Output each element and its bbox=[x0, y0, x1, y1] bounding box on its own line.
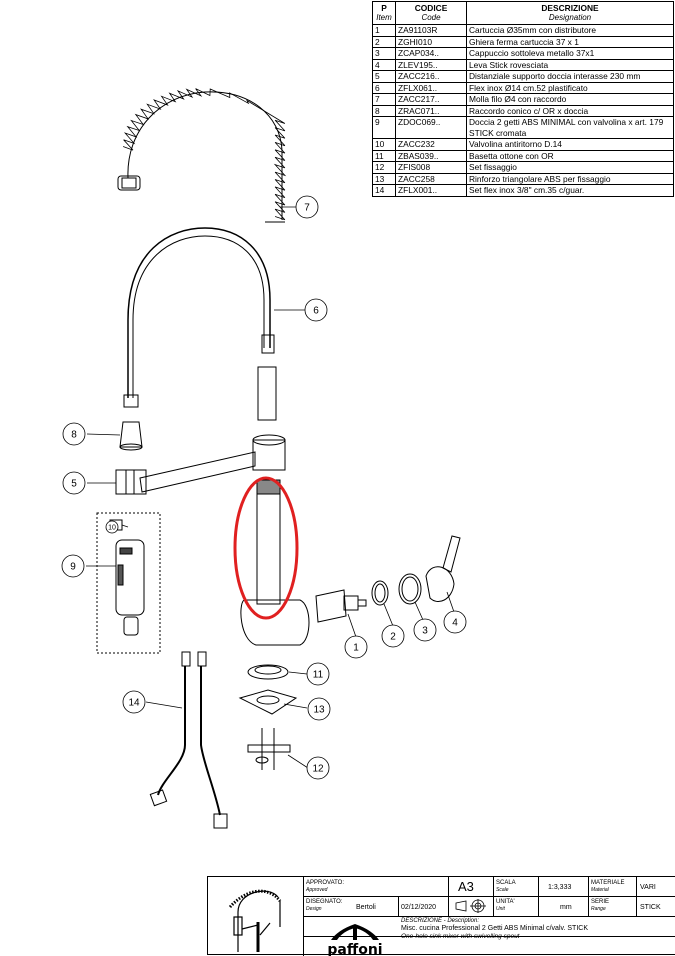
callout-13: 13 bbox=[307, 697, 331, 721]
description-en: One-hole sink mixer with swivelling spou… bbox=[401, 933, 520, 940]
mixer-body bbox=[240, 479, 310, 646]
drawing-date: 02/12/2020 bbox=[401, 904, 437, 911]
svg-text:13: 13 bbox=[313, 705, 325, 716]
lever-part bbox=[425, 535, 461, 602]
upper-tube bbox=[257, 366, 277, 421]
description-label: DESCRIZIONE - Description: bbox=[401, 918, 480, 924]
svg-text:7: 7 bbox=[304, 203, 310, 214]
item-description: Set flex inox 3/8" cm.35 c/guar. bbox=[466, 184, 674, 197]
svg-text:3: 3 bbox=[422, 626, 428, 637]
callout-9: 9 bbox=[61, 554, 85, 578]
svg-text:8: 8 bbox=[71, 430, 77, 441]
callout-14: 14 bbox=[122, 690, 146, 714]
svg-text:2: 2 bbox=[390, 632, 396, 643]
scale-value: 1:3,333 bbox=[548, 884, 572, 891]
callout-4: 4 bbox=[443, 610, 467, 634]
cap-part bbox=[398, 573, 422, 605]
base-washer-part bbox=[247, 664, 289, 680]
thumbnail-icon bbox=[228, 889, 282, 952]
callout-11: 11 bbox=[306, 662, 330, 686]
cone-part bbox=[119, 421, 143, 451]
drawn-by: Bertoli bbox=[356, 904, 376, 911]
spacer-part bbox=[115, 469, 147, 495]
description-it: Misc. cucina Professional 2 Getti ABS Mi… bbox=[401, 925, 588, 932]
shower-group-box bbox=[96, 512, 161, 654]
svg-text:4: 4 bbox=[452, 618, 458, 629]
highlight-ellipse bbox=[233, 476, 299, 620]
sheet-size: A3 bbox=[458, 879, 474, 894]
flex-hoses-part bbox=[149, 651, 228, 829]
svg-text:10: 10 bbox=[108, 525, 116, 532]
svg-text:11: 11 bbox=[313, 670, 324, 681]
spring-part bbox=[117, 88, 287, 223]
unit-value: mm bbox=[560, 904, 572, 911]
item-description: Rinforzo triangolare ABS per fissaggio bbox=[466, 172, 674, 185]
unit-label: UNITA'Unit bbox=[496, 899, 515, 912]
approved-label: APPROVATO:Approved bbox=[306, 880, 345, 893]
callout-5: 5 bbox=[62, 471, 86, 495]
title-block: APPROVATO:Approved DISEGNATO:Design Bert… bbox=[207, 876, 675, 956]
item-description: Doccia 2 getti ABS MINIMAL con valvolina… bbox=[466, 116, 674, 139]
brand-logo: paffoni bbox=[327, 924, 383, 956]
callout-1: 1 bbox=[344, 635, 368, 659]
flex-hose-part bbox=[123, 227, 275, 408]
item-description: Set fissaggio bbox=[466, 161, 674, 174]
ring-nut-part bbox=[371, 580, 389, 606]
item-description: Cappuccio sottoleva metallo 37x1 bbox=[466, 47, 674, 60]
svg-text:5: 5 bbox=[71, 479, 77, 490]
item-code: ZFLX001.. bbox=[395, 184, 467, 197]
callout-8: 8 bbox=[62, 422, 86, 446]
series-value: STICK bbox=[640, 904, 661, 911]
item-description: Valvolina antiritorno D.14 bbox=[466, 138, 674, 151]
material-value: VARI bbox=[640, 884, 656, 891]
svg-text:14: 14 bbox=[128, 698, 140, 709]
cartridge-part bbox=[315, 589, 367, 623]
item-description: Cartuccia Ø35mm con distributore bbox=[466, 24, 674, 37]
callout-6: 6 bbox=[304, 298, 328, 322]
callout-3: 3 bbox=[413, 618, 437, 642]
callout-12: 12 bbox=[306, 756, 330, 780]
shower-head-part bbox=[109, 519, 145, 636]
fixing-set-part bbox=[247, 728, 291, 770]
svg-text:6: 6 bbox=[313, 306, 319, 317]
callout-10: 10 bbox=[105, 520, 119, 534]
triangle-plate-part bbox=[238, 689, 298, 715]
callout-7: 7 bbox=[295, 195, 319, 219]
svg-text:paffoni: paffoni bbox=[327, 942, 382, 956]
svg-text:12: 12 bbox=[312, 764, 324, 775]
drawn-label: DISEGNATO:Design bbox=[306, 899, 343, 912]
item-number: 13 bbox=[372, 172, 396, 185]
svg-text:1: 1 bbox=[353, 643, 359, 654]
item-description: Ghiera ferma cartuccia 37 x 1 bbox=[466, 35, 674, 48]
projection-icon bbox=[455, 899, 486, 913]
swivel-spout-part bbox=[139, 434, 286, 493]
callout-2: 2 bbox=[381, 624, 405, 648]
item-description: Basetta ottone con OR bbox=[466, 149, 674, 162]
svg-text:9: 9 bbox=[70, 562, 76, 573]
